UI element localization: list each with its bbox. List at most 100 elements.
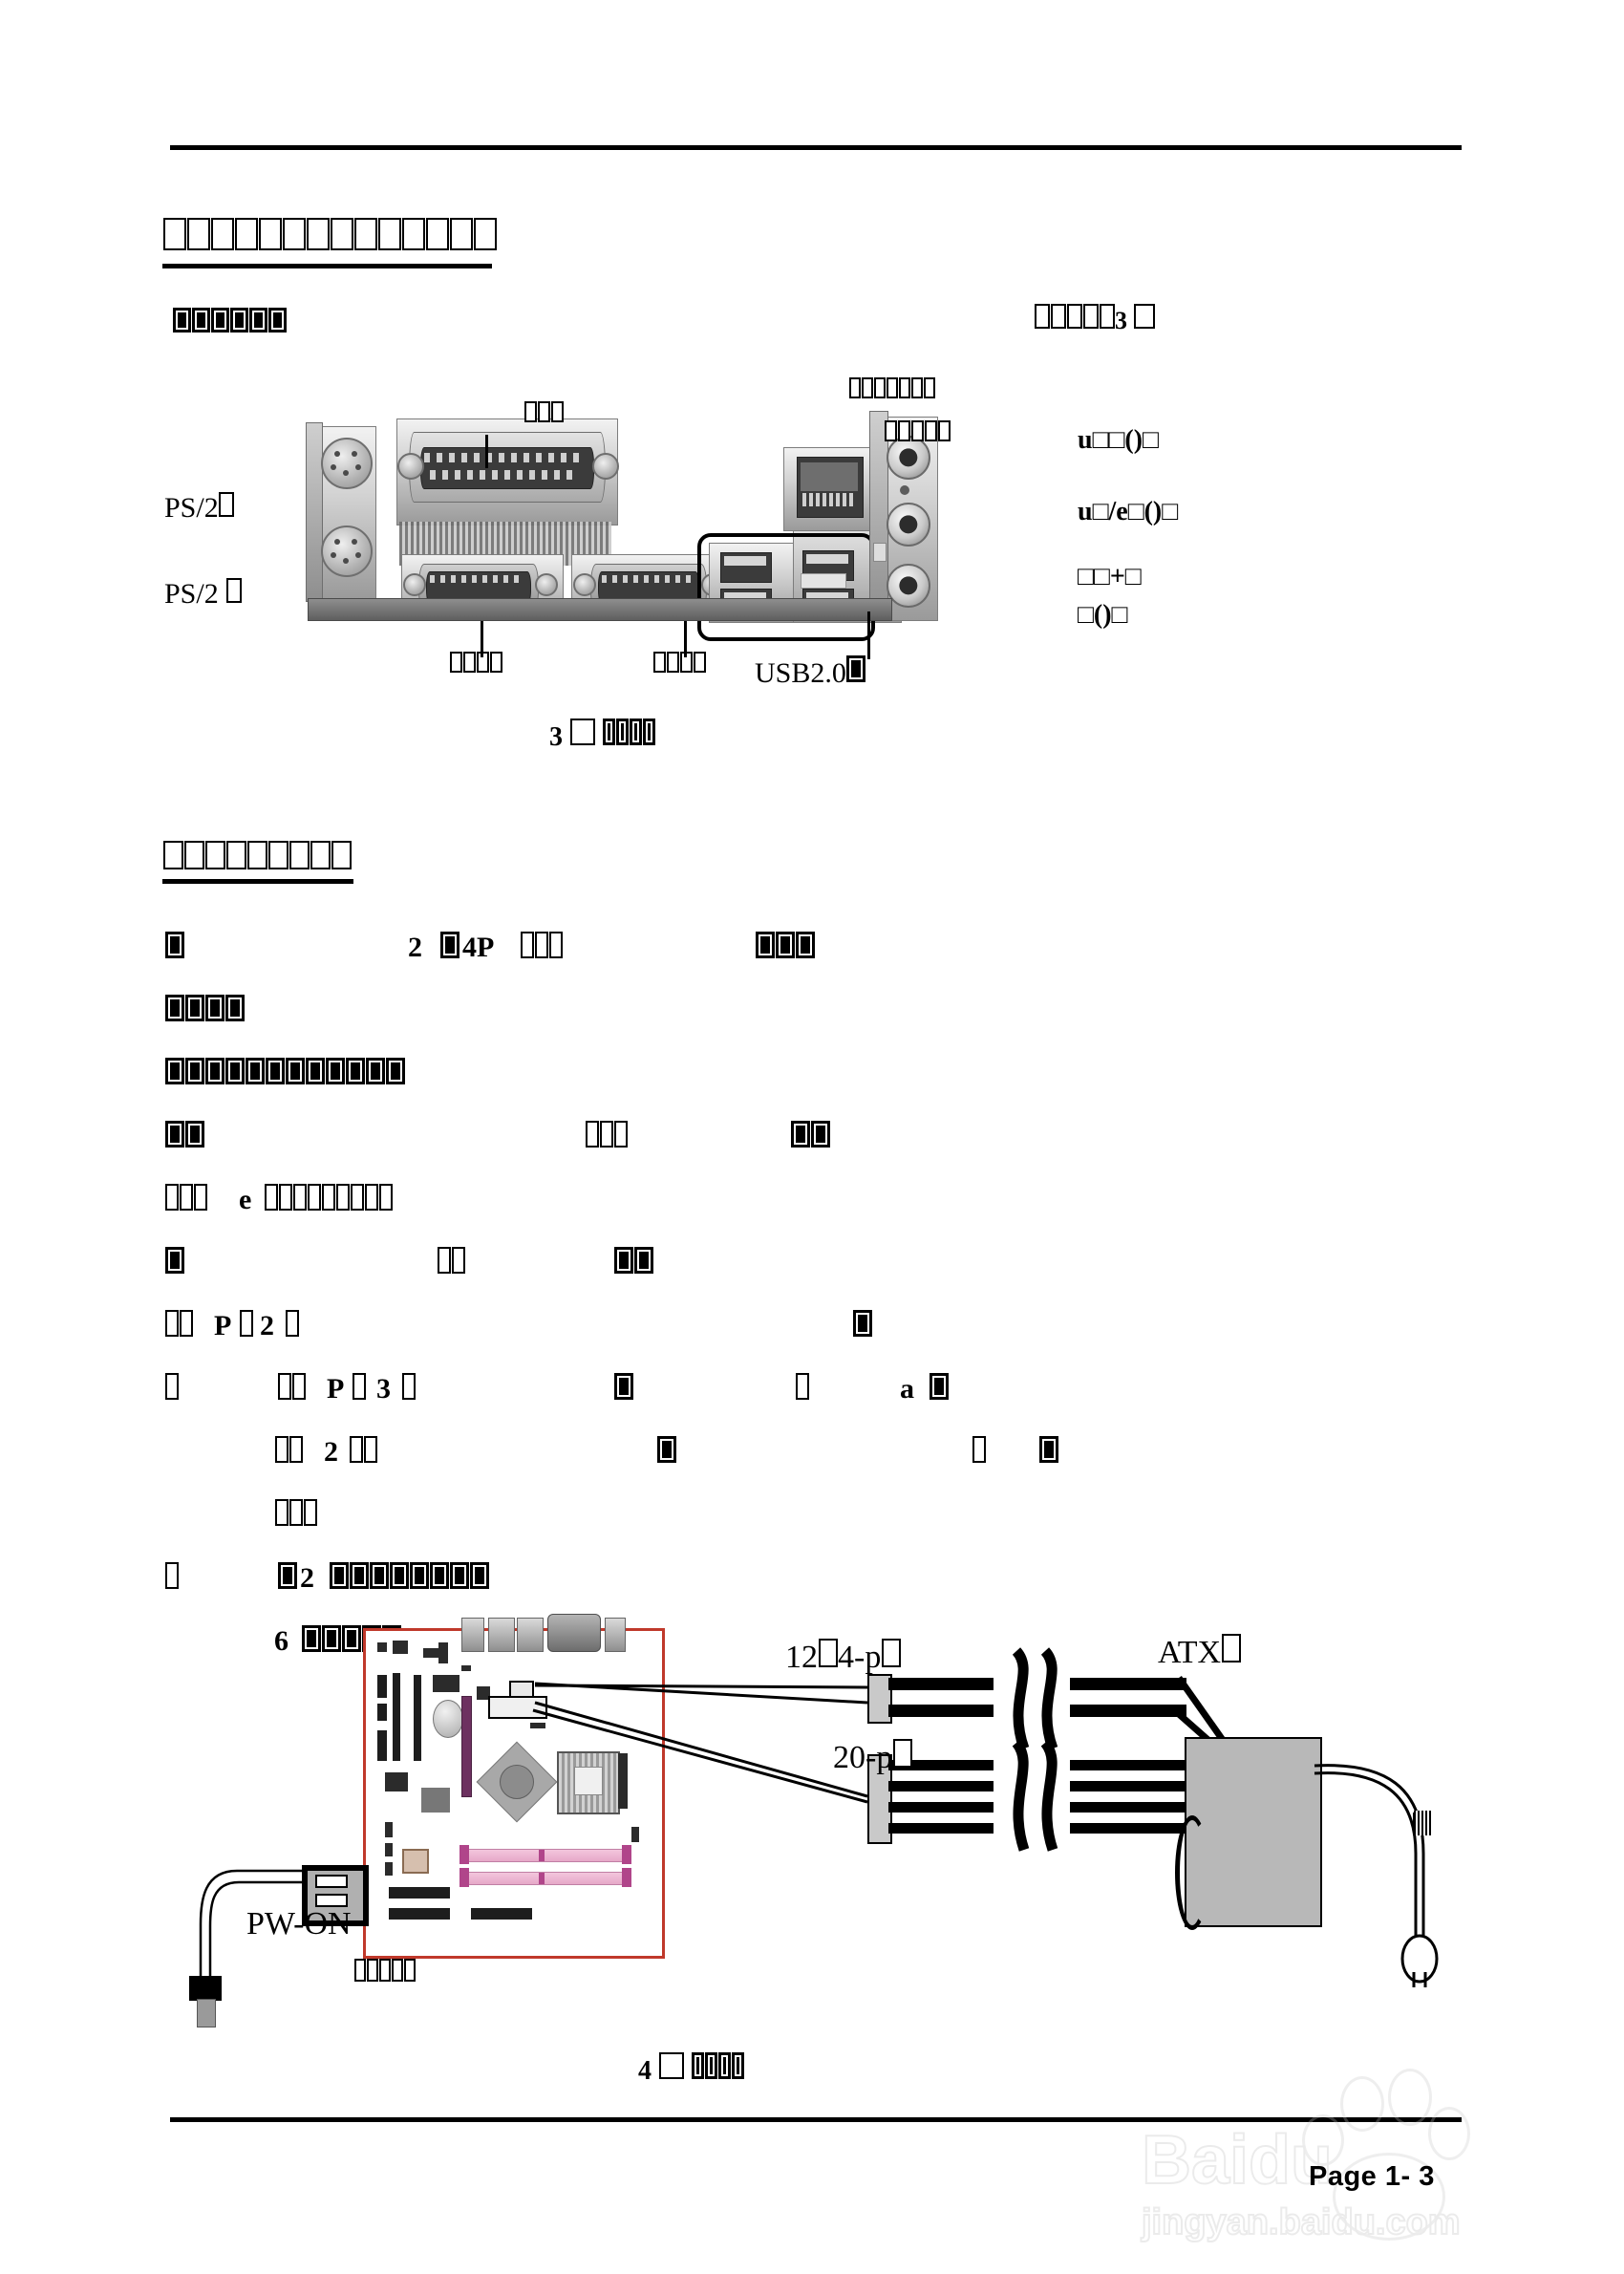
io-panel-bold-label (172, 308, 287, 339)
body-segment: a (900, 1373, 914, 1405)
label-lan-port (848, 377, 935, 404)
connector-12v (867, 1674, 892, 1724)
tofu-glyph-run (349, 1436, 377, 1470)
body-segment (164, 1373, 179, 1407)
tofu-glyph-run (656, 1436, 676, 1470)
body-segment: P (327, 1373, 344, 1405)
tofu-glyph-run (164, 1310, 193, 1344)
tofu-glyph-run (164, 1247, 184, 1281)
tofu-glyph-run (929, 1373, 949, 1407)
body-segment: 2 (324, 1436, 338, 1469)
label-vga-port (449, 652, 502, 678)
tofu-glyph-run (795, 1373, 809, 1407)
connector-20pin (867, 1754, 892, 1844)
tofu-glyph-run (353, 1959, 416, 1988)
tofu-glyph-run (164, 932, 184, 966)
io-panel-figure (296, 409, 1070, 641)
tofu-glyph-run (449, 652, 502, 678)
tofu-glyph-run (164, 1121, 204, 1155)
tofu-glyph-run (352, 1373, 366, 1407)
body-segment (277, 1562, 297, 1597)
tofu-glyph-run (884, 420, 951, 447)
plug-pins (1414, 1811, 1433, 1835)
figure-3-caption: 3 (549, 719, 655, 753)
tofu-glyph-run (818, 1639, 838, 1676)
label-audio-mic-1: □□+□ (1078, 562, 1142, 591)
tofu-glyph-run (1034, 304, 1115, 335)
body-segment (164, 1058, 405, 1092)
body-segment: 2 (300, 1562, 314, 1595)
leader-parallel (485, 435, 488, 468)
tofu-glyph-run (691, 2052, 744, 2087)
tofu-glyph-run (162, 841, 352, 877)
body-segment (329, 1562, 489, 1597)
body-segment (929, 1373, 949, 1407)
wire-break-bottom (1012, 1739, 1058, 1852)
body-segment (352, 1373, 366, 1407)
tofu-glyph-run (239, 1310, 253, 1344)
tofu-glyph-run (277, 1562, 297, 1597)
label-lan-sub (884, 420, 951, 447)
label-usb-ports: USB2.0 (755, 655, 866, 690)
body-segment (277, 1373, 306, 1407)
body-segment: e (239, 1184, 251, 1216)
tofu-glyph-run (274, 1436, 303, 1470)
body-segment (613, 1247, 653, 1281)
text-run: e (239, 1184, 252, 1215)
tofu-glyph-run (852, 1310, 872, 1344)
tofu-glyph-run (652, 652, 706, 678)
body-segment: 2 (408, 932, 422, 964)
audio-jack-line-out (887, 503, 930, 547)
body-segment (164, 995, 245, 1029)
tofu-glyph-run (164, 995, 245, 1029)
audio-jack-mic (887, 564, 930, 608)
body-segment (164, 932, 184, 966)
label-ps2-mouse: PS/2 (164, 578, 242, 611)
leader-vga (481, 621, 483, 657)
tofu-glyph-run (524, 401, 564, 428)
body-segment: 3 (376, 1373, 391, 1405)
connector-leaders (532, 1682, 868, 1804)
body-segment (585, 1121, 628, 1155)
usb-group-highlight (697, 533, 875, 641)
tofu-glyph-run (613, 1247, 653, 1281)
body-segment: P (214, 1310, 231, 1342)
body-segment: 2 (260, 1310, 274, 1342)
leader-usb (867, 611, 870, 659)
body-segment (164, 1121, 204, 1155)
body-segment (790, 1121, 830, 1155)
body-segment: 6 (274, 1625, 288, 1658)
tofu-glyph-run (881, 1639, 901, 1676)
text-run: 2 (260, 1310, 274, 1341)
text-run: 2 (300, 1562, 314, 1594)
text-run: 4P (462, 932, 495, 963)
tofu-glyph-run (520, 932, 563, 966)
switch-plug (189, 1976, 222, 2001)
text-run: 3 (376, 1373, 391, 1405)
tofu-glyph-run (569, 719, 595, 753)
label-serial-port (652, 652, 706, 678)
body-segment (613, 1373, 633, 1407)
wire-break-top (1012, 1647, 1058, 1750)
power-switch-cable (199, 1869, 304, 1995)
watermark-url: jingyan.baidu.com (1141, 2201, 1462, 2243)
tofu-glyph-run (329, 1562, 489, 1597)
tofu-glyph-run (846, 655, 866, 690)
tofu-glyph-run (264, 1184, 393, 1218)
body-segment (795, 1373, 809, 1407)
label-audio-mic-2: □()□ (1078, 600, 1128, 630)
body-segment (239, 1310, 253, 1344)
body-segment (164, 1247, 184, 1281)
tofu-glyph-run (225, 578, 242, 611)
section-1-heading-underline (162, 264, 492, 268)
tofu-glyph-run (658, 2052, 684, 2087)
text-run: PS/2 (164, 492, 219, 524)
tofu-glyph-run (164, 1562, 179, 1597)
tofu-glyph-run (755, 932, 815, 966)
body-segment (164, 1562, 179, 1597)
tofu-glyph-run (848, 377, 935, 404)
label-pw-on: PW-ON (246, 1906, 352, 1941)
label-atx-psu: ATX (1158, 1634, 1241, 1671)
